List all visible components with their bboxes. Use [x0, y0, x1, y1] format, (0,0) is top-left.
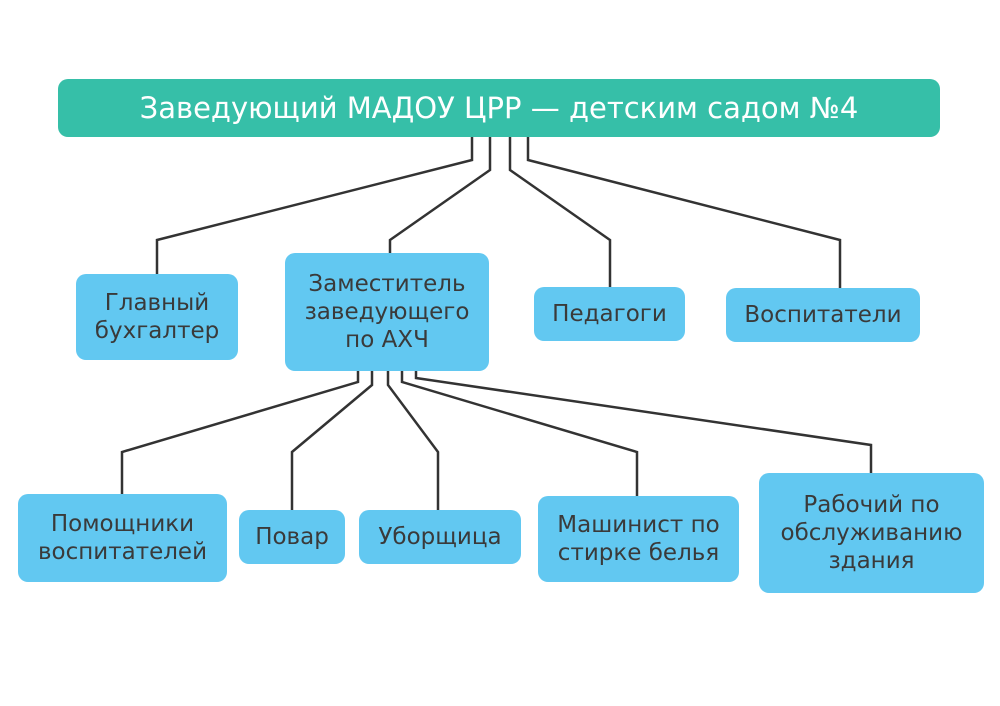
head-of-kindergarten-node: Заведующий МАДОУ ЦРР — детским садом №4 — [58, 79, 940, 137]
cook-node: Повар — [239, 510, 345, 564]
connector-deputy-assistants — [120, 371, 360, 494]
connector-root-deputy — [388, 137, 492, 253]
maintenance-worker-node: Рабочий по обслуживанию здания — [759, 473, 984, 593]
laundry-operator-node: Машинист по стирке белья — [538, 496, 739, 582]
chief-accountant-node: Главный бухгалтер — [76, 274, 238, 360]
teachers-node: Педагоги — [534, 287, 685, 341]
connector-root-teachers — [508, 137, 612, 287]
connector-deputy-cleaner — [386, 371, 440, 510]
assistant-educators-node: Помощники воспитателей — [18, 494, 227, 582]
connector-deputy-cook — [290, 371, 374, 510]
connector-root-educators — [526, 137, 842, 288]
educators-node: Воспитатели — [726, 288, 920, 342]
cleaner-node: Уборщица — [359, 510, 521, 564]
connector-deputy-laundry — [400, 371, 639, 496]
deputy-head-node: Заместитель заведующего по АХЧ — [285, 253, 489, 371]
connector-deputy-maintenance — [414, 371, 873, 473]
connector-root-accountant — [155, 137, 474, 274]
